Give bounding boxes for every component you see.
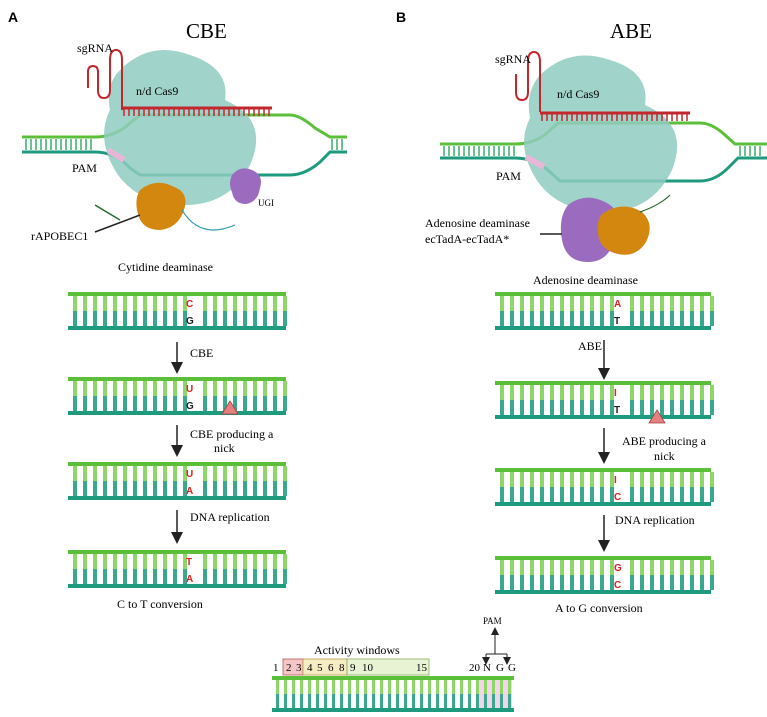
base-bottom: A [186,574,193,585]
window-position: 20 [469,662,481,674]
strand-b-2: IT [495,381,714,419]
conversion-label-a: C to T conversion [117,597,203,611]
adenosine-deaminase-line1: Adenosine deaminase [425,216,530,230]
arrow-label-b-3: nick [654,449,675,463]
arrow-label-a-1: CBE [190,346,213,360]
sgrna-label-b: sgRNA [495,52,531,66]
pam-label-b: PAM [496,169,521,183]
cas9-label-b: n/d Cas9 [557,87,599,101]
panel-b: B ABE n/d Cas9 sgRNA PAM Adenosine deami… [396,9,767,615]
window-position: 1 [273,662,279,674]
panel-letter-b: B [396,9,406,25]
window-position: N [483,662,491,674]
adenosine-deaminase-line2: ecTadA-ecTadA* [425,232,509,246]
adenosine-deaminase-caption: Adenosine deaminase [533,273,638,287]
arrow-label-a-4: DNA replication [190,510,270,524]
strand-a-3: UA [68,462,287,500]
strand-b-3: IC [495,468,714,506]
base-top: I [614,475,617,486]
panel-title-cbe: CBE [186,19,227,43]
arrow-label-b-4: DNA replication [615,513,695,527]
pam-label-a: PAM [72,161,97,175]
window-position: G [508,662,516,674]
cytidine-deaminase-caption: Cytidine deaminase [118,260,213,274]
window-position: 5 [317,662,323,674]
conversion-label-b: A to G conversion [555,601,643,615]
nick-marker-a [221,400,239,415]
base-top: I [614,388,617,399]
window-position: 6 [328,662,334,674]
base-top: C [186,299,193,310]
base-top: T [186,557,192,568]
ectada-protein-2 [597,206,650,255]
base-bottom: T [614,405,620,416]
base-bottom: C [614,580,621,591]
window-position: 9 [350,662,356,674]
window-green [346,658,430,676]
pam-mark-a [106,147,126,163]
activity-windows-title: Activity windows [314,643,400,657]
strand-a-2: UG [68,377,287,415]
arrow-label-a-2: CBE producing a [190,427,274,441]
base-top: U [186,384,193,395]
ugi-label: UGI [258,198,274,208]
cas9-protein-a [104,50,257,205]
window-position: 2 [286,662,292,674]
activity-pam-label: PAM [483,616,502,626]
window-position: 15 [416,662,428,674]
ugi-protein [230,168,261,204]
rapobec1-label: rAPOBEC1 [31,229,88,243]
strand-b-1: AT [495,292,714,330]
base-top: U [186,469,193,480]
cas9-protein-b [524,55,678,212]
arrow-label-b-2: ABE producing a [622,434,707,448]
base-bottom: A [186,486,193,497]
base-bottom: C [614,492,621,503]
arrow-label-b-1: ABE [578,339,602,353]
strand-a-1: CG [68,292,287,330]
panel-title-abe: ABE [610,19,652,43]
panel-letter-a: A [8,9,18,25]
window-position: 10 [362,662,374,674]
base-top: A [614,299,621,310]
sgrna-a [87,48,123,110]
window-position: G [496,662,504,674]
arrow-label-a-3: nick [214,441,235,455]
base-bottom: G [186,401,194,412]
cas9-label-a: n/d Cas9 [136,84,178,98]
nick-marker-b [648,409,666,424]
base-bottom: G [186,316,194,327]
sgrna-label-a: sgRNA [77,41,113,55]
panel-a: A CBE n/d Cas9 sgRNA PAM rAPOBEC1 UGI Cy… [8,9,347,611]
base-bottom: T [614,316,620,327]
window-position: 3 [296,662,302,674]
window-position: 4 [307,662,313,674]
activity-dna [272,676,514,712]
sgrna-b [515,50,541,112]
rapobec1-protein [136,182,186,230]
pam-mark-b [524,154,546,170]
strand-b-4: GC [495,556,714,594]
window-position: 8 [339,662,345,674]
base-top: G [614,563,622,574]
strand-a-4: TA [68,550,287,588]
